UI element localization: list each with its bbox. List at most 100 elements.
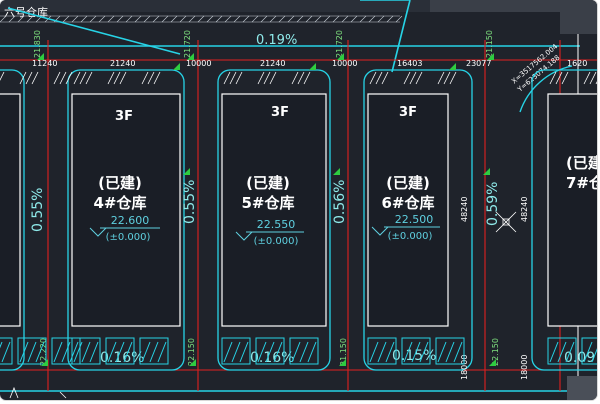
slope-arrow (41, 359, 48, 366)
slope-arrows (37, 53, 496, 366)
warehouse-5-outline (217, 69, 331, 371)
top-dock-hatch (141, 71, 161, 85)
dock-box (17, 337, 47, 365)
svg-text:21.720: 21.720 (335, 30, 344, 58)
slope-arrow (187, 53, 194, 60)
site-boundary (0, 0, 597, 392)
dock-hatch (19, 341, 45, 363)
dock-hatch (141, 341, 167, 363)
dock-hatch (257, 341, 283, 363)
dock-box (0, 337, 13, 365)
warehouse-7-status: (已建) (566, 154, 597, 172)
warehouse-4-elevation: 22.600 (111, 214, 150, 227)
dim-2: 10000 (186, 59, 211, 68)
warehouse-5[interactable]: 3F (已建) 5#仓库 22.550 (±0.000) 0.16% (217, 69, 331, 371)
warehouse-6-status: (已建) (386, 174, 430, 192)
loading-docks (0, 337, 597, 365)
red-gridlines (0, 40, 597, 391)
slope-arrow (483, 168, 490, 175)
warehouse-4[interactable]: 3F (已建) 4#仓库 22.600 (±0.000) 0.16% (67, 69, 185, 371)
dock-hatch (403, 341, 429, 363)
dock-box (139, 337, 169, 365)
dim-1: 21240 (110, 59, 135, 68)
road-curve (519, 65, 573, 113)
dock-box (255, 337, 285, 365)
slope-arrow (183, 168, 190, 175)
tool-corner (560, 0, 597, 34)
dim-vertical-right: 48240 (460, 197, 469, 222)
top-dock-hatch (437, 71, 457, 85)
dock-hatch (0, 341, 11, 363)
top-dock-hatch (583, 71, 597, 85)
warehouse-4-floors: 3F (115, 109, 133, 124)
svg-text:21.830: 21.830 (33, 30, 42, 58)
warehouse-6-base: (±0.000) (388, 231, 433, 242)
dock-box (401, 337, 431, 365)
corner-marks-top: 21.830 21.720 21.720 21.150 (33, 30, 494, 58)
top-slope: 0.19% (256, 33, 297, 48)
warehouse-7-name: 7#仓 (566, 174, 597, 192)
top-dock-hatch (107, 71, 127, 85)
svg-text:21.720: 21.720 (183, 30, 192, 58)
svg-text:22.220: 22.220 (39, 338, 48, 366)
dim-5: 16403 (397, 59, 422, 68)
dock-box (289, 337, 319, 365)
dock-box (435, 337, 465, 365)
dim-4: 10000 (332, 59, 357, 68)
dock-hatch (583, 341, 597, 363)
warehouse-4-building (71, 93, 181, 327)
top-dock-hatch (403, 71, 423, 85)
warehouse-6-outline (363, 69, 473, 371)
warehouse-4-status: (已建) (98, 174, 142, 192)
dim-vertical-edge: 48240 (520, 197, 529, 222)
top-dock-hatch (369, 71, 389, 85)
dim-edge-left: 11240 (32, 59, 57, 68)
svg-text:21.150: 21.150 (485, 30, 494, 58)
slope-arrow (309, 63, 316, 70)
ucs-icon (9, 386, 67, 399)
dock-hatch (291, 341, 317, 363)
top-dock-hatch (73, 71, 93, 85)
warehouse-6-building (367, 93, 449, 327)
top-dock-hatch (223, 71, 243, 85)
top-docks (0, 71, 597, 85)
slope-arrow (337, 53, 344, 60)
warehouse-6[interactable]: 3F (已建) 6#仓库 22.500 (±0.000) 0.15% (363, 69, 473, 371)
gap-slope-3: 0.56% (332, 180, 348, 224)
dock-box (367, 337, 397, 365)
warehouse-7[interactable]: (已建) 7#仓 0.09 (531, 69, 597, 371)
top-dock-hatch (19, 71, 39, 85)
top-dock-hatch (549, 71, 569, 85)
dim-bottom-b: 18000 (520, 355, 529, 380)
top-dock-hatch (0, 71, 5, 81)
slope-arrow (189, 359, 196, 366)
dock-hatch (369, 341, 395, 363)
gap-slope-4: 0.59% (485, 182, 501, 226)
slope-arrow (333, 168, 340, 175)
slope-arrow (339, 359, 346, 366)
top-dimension-row: 11240 21240 10000 21240 10000 16403 2307… (32, 59, 587, 68)
svg-text:22.150: 22.150 (187, 338, 196, 366)
dock-hatch (53, 341, 79, 363)
title-bar (430, 0, 570, 12)
warehouse-4-outline (67, 69, 185, 371)
warehouse-6-floors: 3F (399, 105, 417, 120)
dim-bottom-a: 18000 (460, 355, 469, 380)
dock-box (51, 337, 81, 365)
top-dock-hatch (291, 71, 311, 85)
dock-box (71, 337, 101, 365)
slope-arrow (489, 359, 496, 366)
warehouse-6-name: 6#仓库 (381, 194, 434, 212)
gap-slope-2: 0.55% (182, 180, 198, 224)
dock-box (581, 337, 597, 365)
warehouse-4-name: 4#仓库 (93, 194, 146, 212)
nav-panel[interactable] (567, 376, 597, 400)
corner-marks-bottom: 22.220 22.150 21.150 22.150 (39, 338, 500, 366)
top-dock-hatch (53, 71, 73, 85)
warehouse-5-base: (±0.000) (254, 236, 299, 247)
svg-text:22.150: 22.150 (491, 338, 500, 366)
dock-hatch (73, 341, 99, 363)
svg-text:21.150: 21.150 (339, 338, 348, 366)
